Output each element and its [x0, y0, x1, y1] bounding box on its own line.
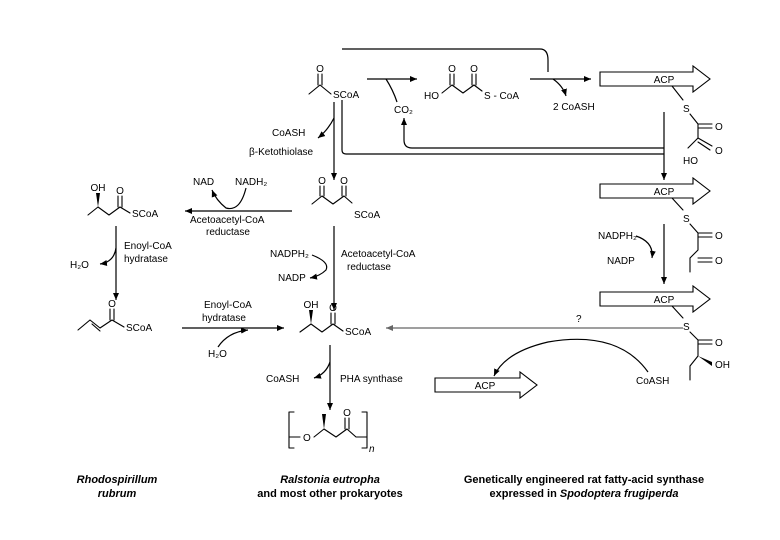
malonyl-acp-s: S — [683, 104, 690, 115]
acetyl-to-acp-line — [341, 100, 664, 155]
acp-label-1: ACP — [654, 75, 675, 86]
acetoacetyl-coa-o1: O — [318, 176, 326, 187]
crotonyl-coa-o: O — [108, 299, 116, 310]
hydratase-left-line2: hydratase — [124, 254, 168, 265]
hydroxybutyryl-coa-left-oh: OH — [91, 183, 106, 194]
coash-release-curve — [552, 78, 567, 97]
reductase-nad-line2: reductase — [206, 227, 250, 238]
acp-box-4: ACP — [434, 370, 538, 400]
acetyl-coa-structure: O SCoA — [308, 64, 359, 101]
acp-box-2: ACP — [599, 176, 711, 206]
acetoacetyl-coa-label: SCoA — [354, 210, 380, 221]
crotonyl-coa-label: SCoA — [126, 323, 152, 334]
hydroxybutyryl-acp-oh: OH — [715, 360, 730, 371]
acp-box-3: ACP — [599, 284, 711, 314]
acetyl-bypass-line — [342, 48, 549, 72]
caption-right-prefix: expressed in — [490, 488, 560, 500]
acetoacetyl-acp-s: S — [683, 214, 690, 225]
acp-label-2: ACP — [654, 187, 675, 198]
caption-right-line2: expressed in Spodoptera frugiperda — [490, 488, 679, 500]
pha-polymer-structure: O O n — [288, 408, 375, 455]
acp-box-1: ACP — [599, 64, 711, 94]
thiolase-coash-label: CoASH — [272, 128, 305, 139]
caption-center-line1: Ralstonia eutropha — [280, 474, 380, 486]
malonyl-acp-o: O — [715, 122, 723, 133]
pha-o-chain: O — [303, 433, 311, 444]
acp-label-4: ACP — [475, 381, 496, 392]
acetoacetyl-coa-o2: O — [340, 176, 348, 187]
h2o-left-curve — [99, 247, 117, 266]
hydroxybutyryl-coa-center-structure: OH O SCoA — [299, 300, 371, 338]
acetyl-coa-label: SCoA — [333, 90, 359, 101]
malonyl-coa-o2: O — [470, 64, 478, 75]
nadp-right-label: NADP — [607, 256, 635, 267]
question-mark: ? — [576, 314, 582, 325]
acp-release-curve — [493, 338, 649, 377]
acetoacetyl-coa-structure: O O SCoA — [311, 176, 380, 221]
nadp-center-label: NADP — [278, 273, 306, 284]
caption-right-species: Spodoptera frugiperda — [560, 488, 679, 500]
malonyl-acp-structure: S O O HO — [671, 85, 723, 167]
crotonyl-coa-structure: O SCoA — [77, 299, 152, 334]
hydratase-center-line1: Enoyl-CoA — [204, 300, 252, 311]
h2o-left-label: H₂O — [70, 260, 89, 271]
acetoacetyl-acp-o1: O — [715, 231, 723, 242]
coash-right-label: CoASH — [636, 376, 669, 387]
hydroxybutyryl-coa-center-o: O — [329, 303, 337, 314]
thiolase-enzyme-label: β-Ketothiolase — [249, 147, 314, 158]
pha-synthase-label: PHA synthase — [340, 374, 403, 385]
malonyl-coa-o1: O — [448, 64, 456, 75]
caption-center-line2: and most other prokaryotes — [257, 488, 402, 500]
nadh2-label: NADH₂ — [235, 177, 267, 188]
co2-label: CO₂ — [394, 105, 413, 116]
hydratase-left-line1: Enoyl-CoA — [124, 241, 172, 252]
hydroxybutyryl-coa-left-o: O — [116, 186, 124, 197]
acetoacetyl-acp-o2: O — [715, 256, 723, 267]
hydroxybutyryl-coa-center-oh: OH — [304, 300, 319, 311]
hydroxybutyryl-acp-s: S — [683, 322, 690, 333]
malonyl-acp-ho: HO — [683, 156, 698, 167]
malonyl-coa-structure: O O HO S - CoA — [424, 64, 519, 102]
pha-coash-curve — [313, 361, 331, 379]
h2o-center-label: H₂O — [208, 349, 227, 360]
h2o-center-curve — [217, 327, 249, 348]
hydroxybutyryl-coa-left-structure: OH O SCoA — [87, 183, 158, 220]
caption-right-line1: Genetically engineered rat fatty-acid sy… — [464, 474, 704, 486]
reductase-nadp-line2: reductase — [347, 262, 391, 273]
acp-label-3: ACP — [654, 295, 675, 306]
thiolase-coash-curve — [317, 117, 335, 139]
nad-label: NAD — [193, 177, 214, 188]
hydratase-center-line2: hydratase — [202, 313, 246, 324]
malonyl-coa-ho: HO — [424, 91, 439, 102]
nadph-center-curve — [309, 254, 328, 280]
hydroxybutyryl-acp-structure: S O OH — [671, 305, 730, 381]
nadh-curve — [211, 187, 247, 210]
acetyl-coa-o: O — [316, 64, 324, 75]
hydroxybutyryl-coa-center-label: SCoA — [345, 327, 371, 338]
nadph2-right-label: NADPH₂ — [598, 231, 637, 242]
malonyl-coa-label: S - CoA — [484, 91, 519, 102]
reductase-nadp-line1: Acetoacetyl-CoA — [341, 249, 416, 260]
pha-o-carbonyl: O — [343, 408, 351, 419]
coash-release-label: 2 CoASH — [553, 102, 595, 113]
hydroxybutyryl-acp-o: O — [715, 338, 723, 349]
co2-curve — [385, 78, 398, 103]
hydroxybutyryl-coa-left-label: SCoA — [132, 209, 158, 220]
nadph-right-curve — [635, 235, 656, 259]
nadph2-center-label: NADPH₂ — [270, 249, 309, 260]
pha-coash-label: CoASH — [266, 374, 299, 385]
co2-return-line — [401, 118, 664, 149]
caption-left-line2: rubrum — [98, 488, 137, 500]
acetoacetyl-acp-structure: S O O — [671, 197, 723, 273]
pha-n: n — [369, 444, 375, 455]
malonyl-acp-o2: O — [715, 146, 723, 157]
caption-left-line1: Rhodospirillum — [77, 474, 158, 486]
reductase-nad-line1: Acetoacetyl-CoA — [190, 215, 265, 226]
